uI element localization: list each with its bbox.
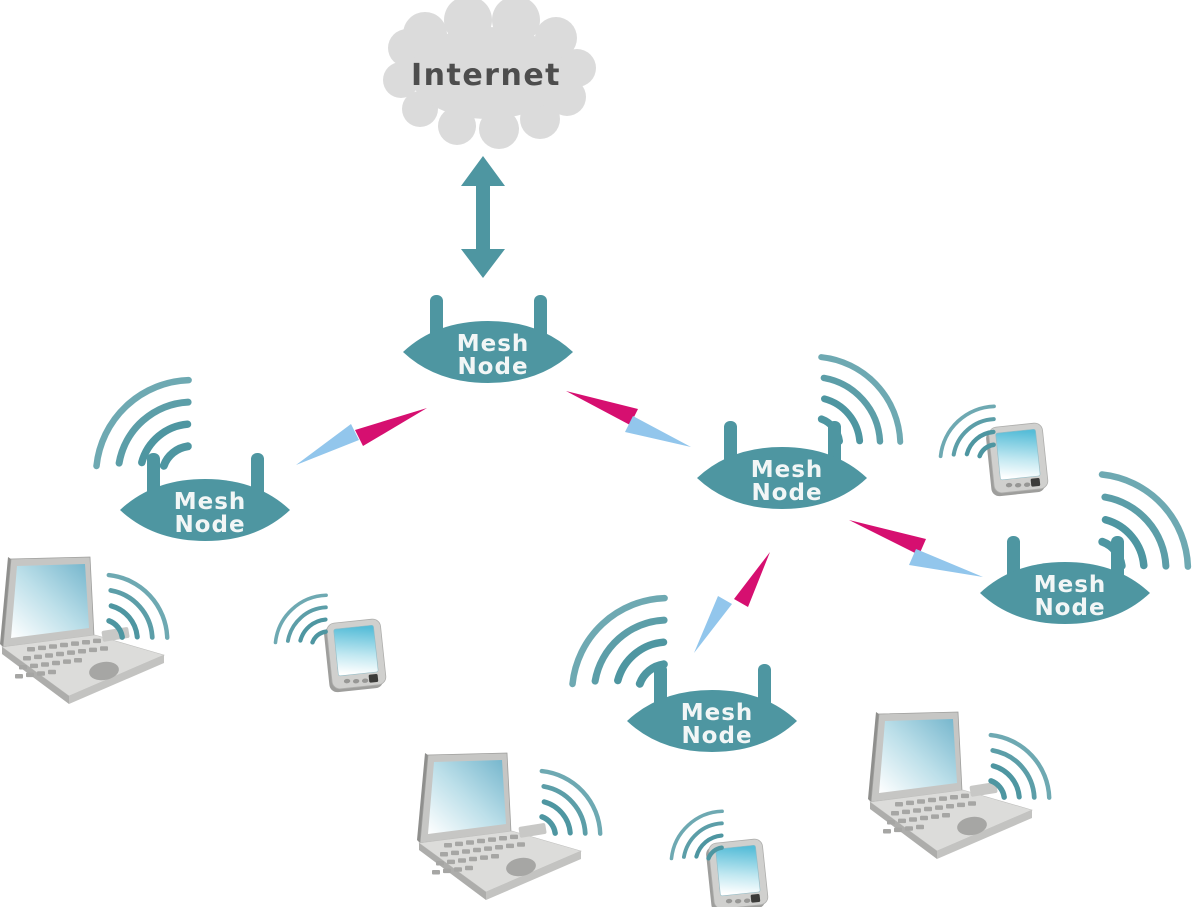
arrow-down-right <box>909 549 983 577</box>
arrow-up-left <box>566 391 638 425</box>
arrow-down-left <box>296 424 359 465</box>
link-right-bottom <box>694 552 770 653</box>
laptop-bottom-right <box>867 711 1033 860</box>
wifi-signal-icon <box>542 771 600 834</box>
wifi-signal-icon <box>941 406 994 456</box>
link-top-right <box>566 391 691 447</box>
arrow-up-right <box>355 408 427 446</box>
wifi-signal-icon <box>991 735 1049 798</box>
arrow-down-right <box>625 416 691 447</box>
wifi-signal-icon <box>109 575 167 638</box>
wifi-signal-icon <box>573 598 665 684</box>
internet-link-double-arrow <box>461 156 505 278</box>
arrow-up-right <box>734 552 770 607</box>
arrow-down-left <box>694 596 732 653</box>
internet-label: Internet <box>411 58 561 93</box>
internet-cloud-icon: Internet <box>383 0 596 149</box>
arrow-up-left <box>849 520 926 555</box>
link-top-left <box>296 408 427 465</box>
mobile-device-center-left <box>322 617 388 694</box>
wifi-signal-icon <box>275 595 326 642</box>
link-right-farright <box>849 520 983 577</box>
laptop-left <box>0 556 165 705</box>
wifi-signal-icon <box>671 811 722 858</box>
wifi-signal-icon <box>97 380 189 466</box>
